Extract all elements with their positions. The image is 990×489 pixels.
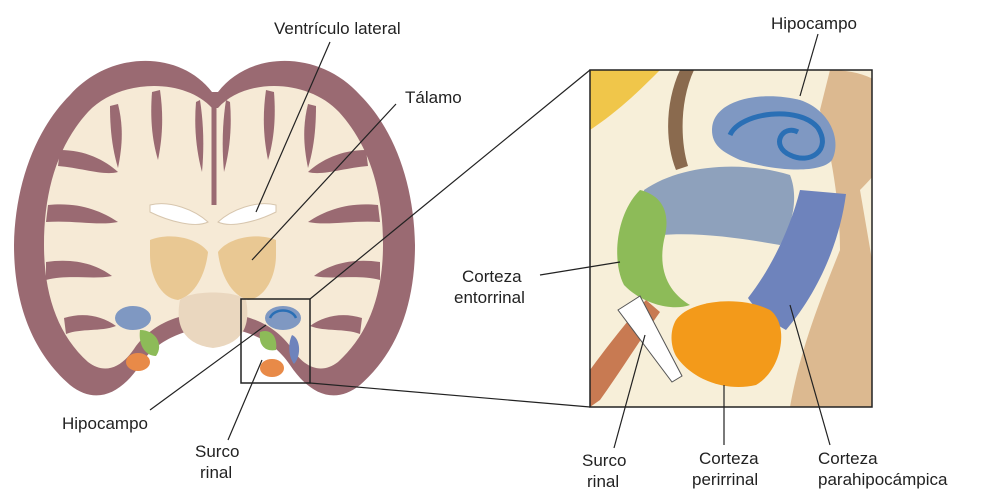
blue-grey-region: [644, 167, 794, 245]
label-corteza-parahipocampica-1: Corteza: [818, 448, 878, 469]
coronal-brain-section: [14, 61, 415, 396]
label-surco-rinal-right-2: rinal: [587, 471, 619, 489]
label-corteza-perirrinal-1: Corteza: [699, 448, 759, 469]
zoom-line-bottom: [310, 383, 590, 407]
label-talamo: Tálamo: [405, 87, 462, 108]
perirhinal-right: [260, 359, 284, 377]
label-corteza-perirrinal-2: perirrinal: [692, 469, 758, 489]
perirhinal-left: [126, 353, 150, 371]
brainstem: [179, 293, 248, 349]
label-surco-rinal-left-1: Surco: [195, 441, 239, 462]
label-hipocampo-right: Hipocampo: [771, 13, 857, 34]
label-surco-rinal-right-1: Surco: [582, 450, 626, 471]
label-corteza-parahipocampica-2: parahipocámpica: [818, 469, 947, 489]
zoom-panel: [590, 70, 901, 407]
label-corteza-entorrinal-2: entorrinal: [454, 287, 525, 308]
label-corteza-entorrinal-1: Corteza: [462, 266, 522, 287]
label-hipocampo-left: Hipocampo: [62, 413, 148, 434]
label-ventriculo-lateral: Ventrículo lateral: [274, 18, 401, 39]
label-surco-rinal-left-2: rinal: [200, 462, 232, 483]
hippocampus-left: [115, 306, 151, 330]
